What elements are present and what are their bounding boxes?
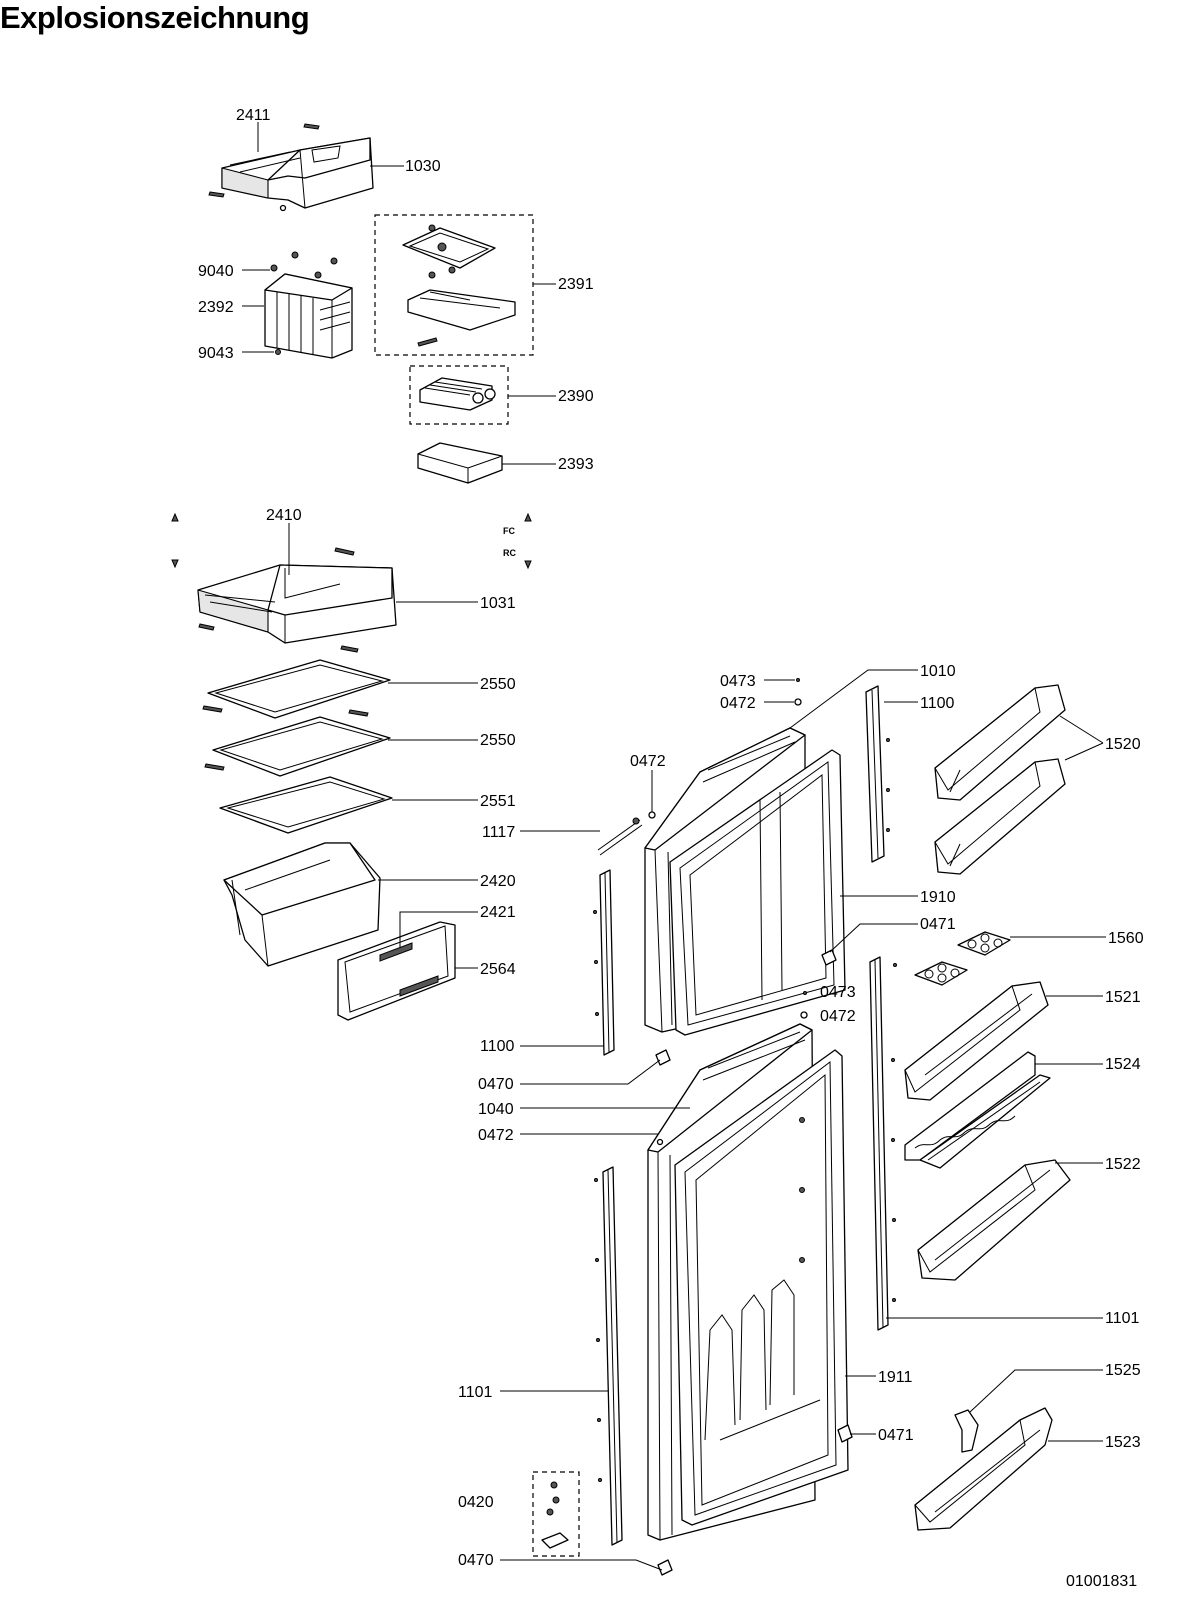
callout-1521: 1521 bbox=[1105, 989, 1141, 1006]
door-trim-1100-upper bbox=[865, 685, 890, 863]
callout-0471-upper: 0471 bbox=[920, 916, 956, 933]
callout-0471-lower: 0471 bbox=[878, 1427, 914, 1444]
callout-0470-lower: 0470 bbox=[458, 1552, 494, 1569]
hinge-pin-icon bbox=[648, 678, 802, 819]
accessory-kit-0420 bbox=[541, 1481, 569, 1549]
callout-1101-left: 1101 bbox=[458, 1384, 493, 1401]
screw-icon bbox=[208, 123, 320, 198]
callout-1010: 1010 bbox=[920, 663, 956, 680]
evaporator-cover-2392 bbox=[264, 273, 353, 359]
callout-2564: 2564 bbox=[480, 961, 516, 978]
marker-fc: FC bbox=[503, 526, 515, 536]
callout-1101-right: 1101 bbox=[1105, 1310, 1140, 1327]
callout-2551: 2551 bbox=[480, 793, 516, 810]
glass-shelf-2550-upper bbox=[202, 659, 391, 719]
callout-2411: 2411 bbox=[236, 107, 271, 124]
callout-1560: 1560 bbox=[1108, 930, 1144, 947]
assembly-group-2391 bbox=[374, 214, 534, 356]
glass-shelf-2551 bbox=[219, 776, 393, 834]
callout-0470-upper: 0470 bbox=[478, 1076, 514, 1093]
callout-0472-mid: 0472 bbox=[820, 1008, 856, 1025]
callout-1522: 1522 bbox=[1105, 1156, 1141, 1173]
hinge-bushing-icon bbox=[655, 949, 853, 1576]
callout-2550-upper: 2550 bbox=[480, 676, 516, 693]
drawing-number: 01001831 bbox=[1066, 1573, 1137, 1590]
ice-maker-assembly-2391 bbox=[402, 224, 516, 347]
page-title: Explosionszeichnung bbox=[0, 0, 310, 35]
callout-0473-lower: 0473 bbox=[820, 984, 856, 1001]
callout-1100-lower: 1100 bbox=[480, 1038, 515, 1055]
callout-2393: 2393 bbox=[558, 456, 594, 473]
door-shelf-1520-upper bbox=[934, 684, 1066, 801]
callout-0420: 0420 bbox=[458, 1494, 494, 1511]
callout-1524: 1524 bbox=[1105, 1056, 1141, 1073]
callout-1911: 1911 bbox=[878, 1369, 913, 1386]
crisper-drawer-2420 bbox=[223, 842, 381, 967]
callout-2391: 2391 bbox=[558, 276, 594, 293]
callout-1117: 1117 bbox=[482, 824, 515, 841]
ice-tray-2390 bbox=[419, 377, 496, 411]
assembly-group-0420 bbox=[532, 1471, 580, 1557]
door-trim-1100-lower bbox=[593, 869, 615, 1056]
callout-1031: 1031 bbox=[480, 595, 516, 612]
ice-bin-2393 bbox=[417, 442, 503, 484]
callout-1520: 1520 bbox=[1105, 736, 1141, 753]
door-logo-1117 bbox=[597, 817, 643, 856]
callout-1030: 1030 bbox=[405, 158, 441, 175]
door-trim-1101-right bbox=[869, 956, 897, 1331]
assembly-group-2390 bbox=[409, 365, 509, 425]
arrow-up-icon bbox=[524, 512, 532, 522]
arrow-up-icon bbox=[171, 512, 179, 522]
callout-1910: 1910 bbox=[920, 889, 956, 906]
callout-1525: 1525 bbox=[1105, 1362, 1141, 1379]
callout-1040: 1040 bbox=[478, 1101, 514, 1118]
egg-tray-1560 bbox=[914, 931, 1011, 986]
door-gasket-1911 bbox=[674, 1049, 849, 1526]
glass-shelf-2550-lower bbox=[204, 709, 391, 777]
screw-icon bbox=[198, 547, 359, 653]
arrow-down-icon bbox=[171, 559, 179, 569]
bottle-rack-1524 bbox=[904, 1051, 1051, 1169]
callout-0472-hinge: 0472 bbox=[630, 753, 666, 770]
callout-2392: 2392 bbox=[198, 299, 234, 316]
screw-icon bbox=[270, 251, 338, 355]
arrow-down-icon bbox=[524, 560, 532, 570]
callout-2420: 2420 bbox=[480, 873, 516, 890]
callout-2421: 2421 bbox=[480, 904, 516, 921]
callout-0472-upper: 0472 bbox=[720, 695, 756, 712]
callout-2390: 2390 bbox=[558, 388, 594, 405]
door-shelf-1522 bbox=[917, 1159, 1071, 1281]
callout-1100-upper: 1100 bbox=[920, 695, 955, 712]
bottle-retainer-1525 bbox=[954, 1409, 979, 1453]
marker-rc: RC bbox=[503, 548, 516, 558]
door-shelf-1521 bbox=[904, 981, 1049, 1101]
callout-9043: 9043 bbox=[198, 345, 234, 362]
callout-0473-upper: 0473 bbox=[720, 673, 756, 690]
freezer-drawer-1030 bbox=[221, 137, 374, 212]
callout-2550-lower: 2550 bbox=[480, 732, 516, 749]
door-gasket-1910 bbox=[669, 749, 846, 1036]
door-shelf-1523 bbox=[914, 1407, 1053, 1531]
freezer-drawer-1031 bbox=[197, 564, 397, 644]
callout-9040: 9040 bbox=[198, 263, 234, 280]
callout-0472-lower: 0472 bbox=[478, 1127, 514, 1144]
callout-2410: 2410 bbox=[266, 507, 302, 524]
door-trim-1101-left bbox=[594, 1166, 623, 1546]
door-shelf-1520-lower bbox=[934, 758, 1066, 875]
crisper-cover-2564 bbox=[337, 921, 456, 1021]
callout-1523: 1523 bbox=[1105, 1434, 1141, 1451]
